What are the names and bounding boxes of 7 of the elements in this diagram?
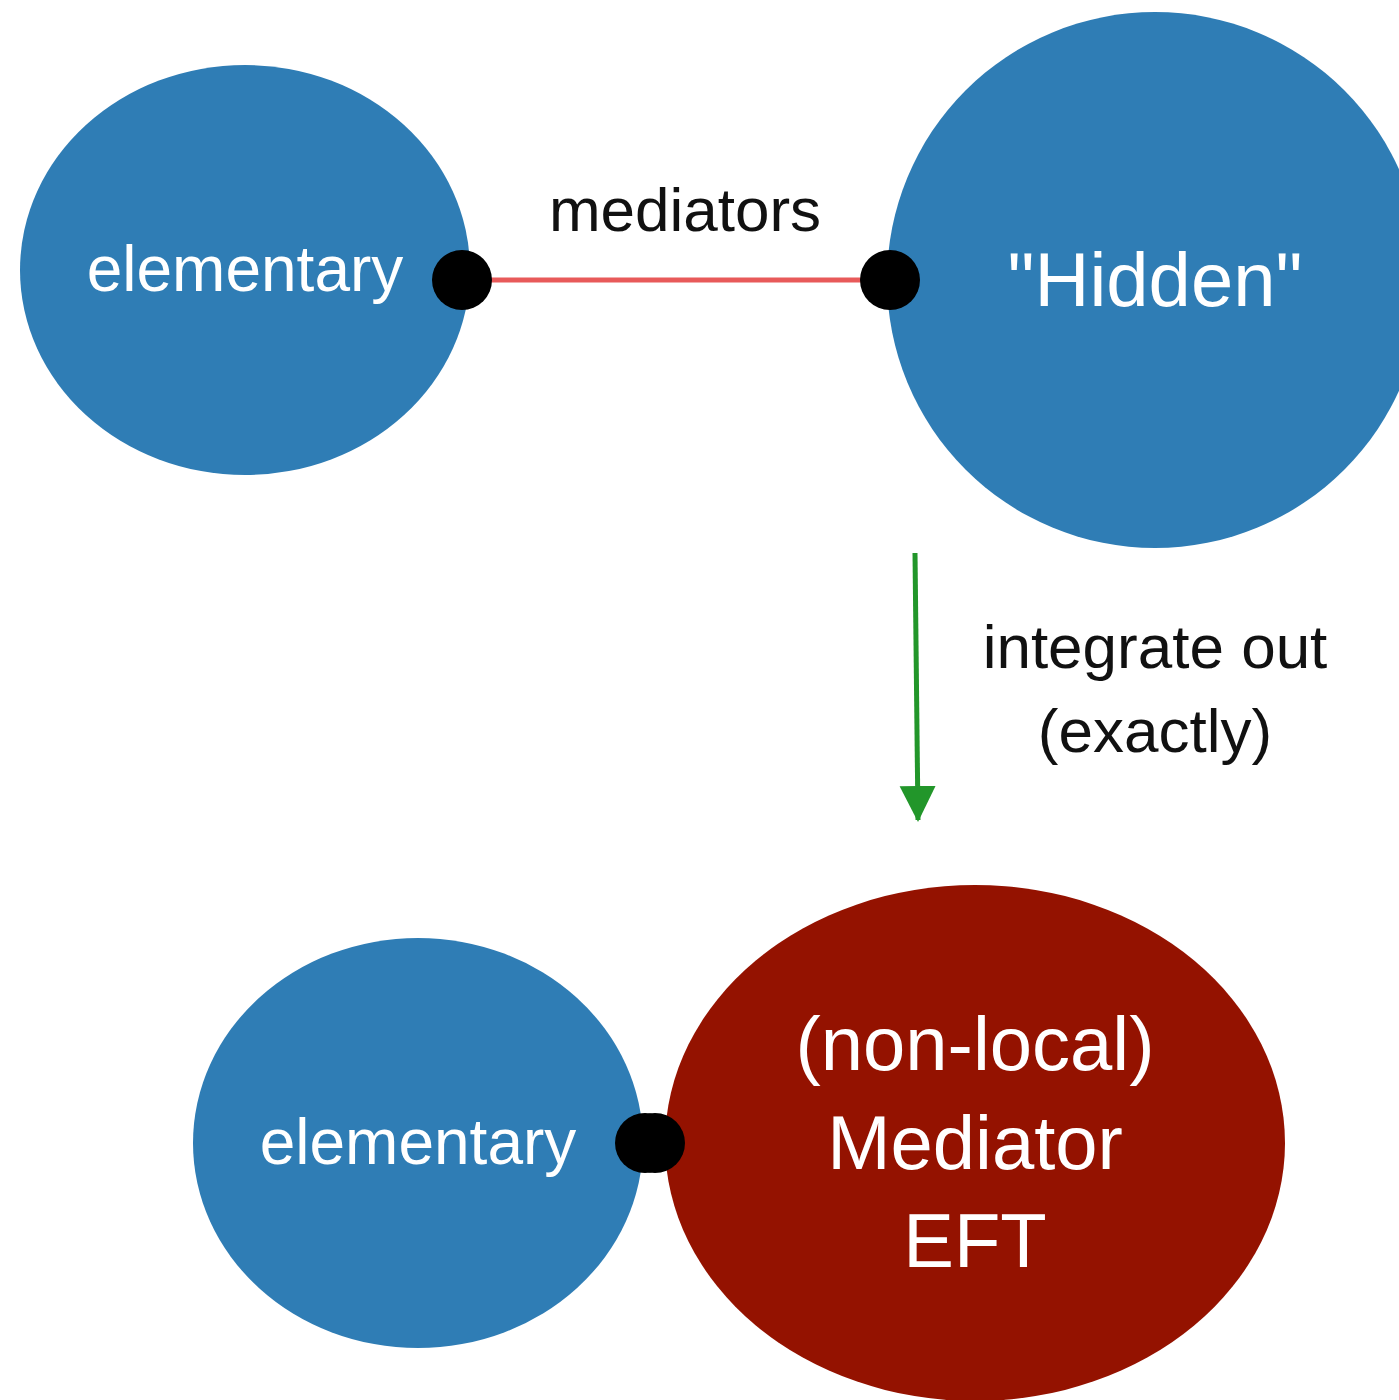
node-label: (non-local) Mediator EFT [794,999,1156,1286]
node-label: elementary [259,1105,577,1181]
arrow [899,552,936,822]
node-label: "Hidden" [1007,235,1303,324]
connector-line [615,1113,685,1173]
connector-line [432,250,920,310]
node-label: elementary [86,232,404,308]
